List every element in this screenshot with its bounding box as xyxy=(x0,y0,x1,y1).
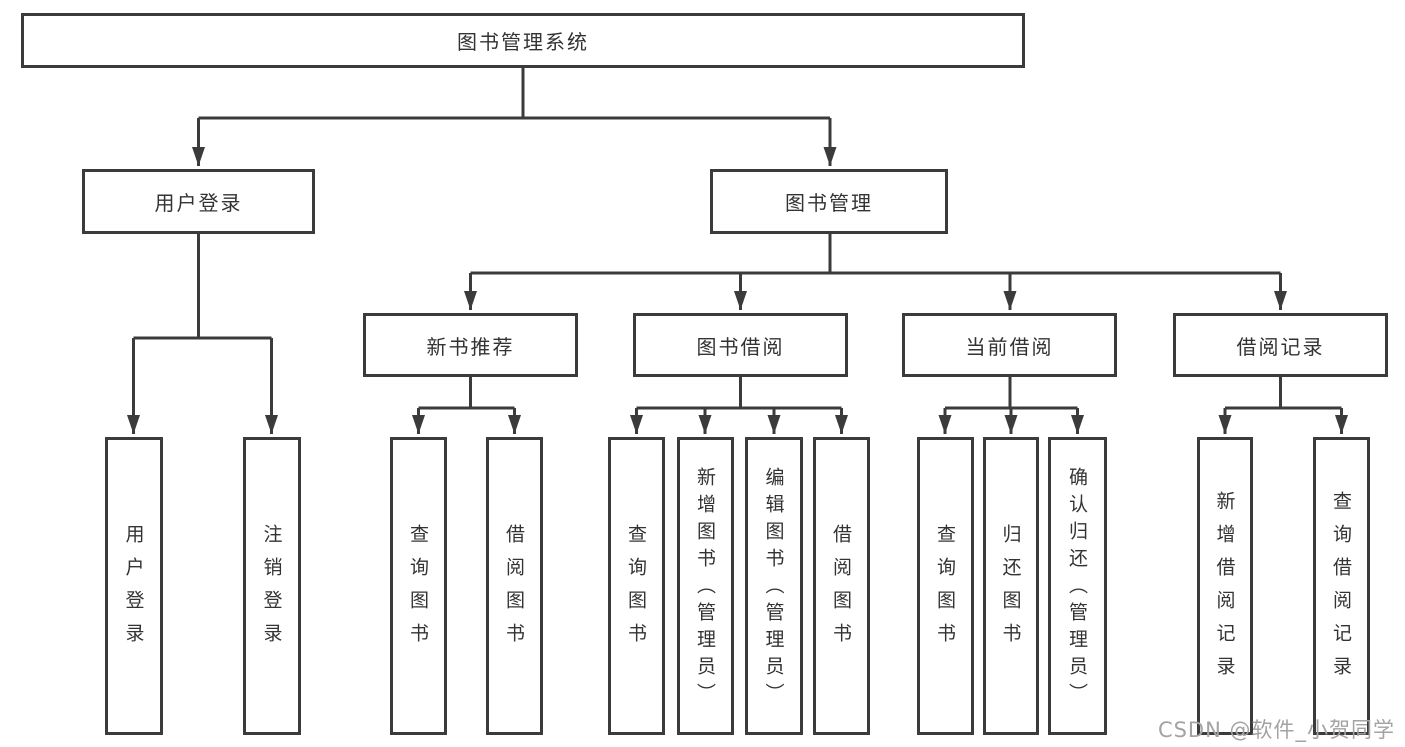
node-label: 图书管理 xyxy=(785,191,873,215)
node-label: 编辑图书（管理员） xyxy=(762,466,785,710)
node-label: 查询借阅记录 xyxy=(1330,490,1352,689)
node-label: 借阅记录 xyxy=(1236,334,1325,359)
node-label: 用户登录 xyxy=(122,523,145,656)
node-book-borrow: 图书借阅 xyxy=(633,313,848,377)
node-label: 新书推荐 xyxy=(426,334,515,359)
node-root: 图书管理系统 xyxy=(21,13,1025,68)
node-label: 当前借阅 xyxy=(965,334,1054,359)
node-new-book-recommend: 新书推荐 xyxy=(363,313,578,377)
node-leaf-edit-books-admin: 编辑图书（管理员） xyxy=(745,437,803,735)
node-label: 归还图书 xyxy=(999,523,1022,656)
edge-currentborrow-bar xyxy=(945,377,1078,410)
edge-root-bar xyxy=(198,68,830,120)
node-label: 查询图书 xyxy=(625,523,647,656)
node-leaf-query-books-2: 查询图书 xyxy=(608,437,665,735)
node-leaf-query-books-3: 查询图书 xyxy=(917,437,974,735)
node-leaf-logout: 注销登录 xyxy=(243,437,301,735)
edge-borrowrecords-bar xyxy=(1225,377,1342,410)
node-label: 查询图书 xyxy=(934,523,956,656)
edge-userlogin-bar xyxy=(133,234,272,340)
node-leaf-borrow-books-1: 借阅图书 xyxy=(486,437,543,735)
node-leaf-add-books-admin: 新增图书（管理员） xyxy=(677,437,734,735)
node-label: 查询图书 xyxy=(407,523,429,656)
node-label: 注销登录 xyxy=(260,523,283,656)
watermark: CSDN @软件_小贺同学 xyxy=(1157,718,1395,742)
edge-newbookrec-bar xyxy=(418,377,515,410)
node-current-borrow: 当前借阅 xyxy=(902,313,1117,377)
node-label: 图书借阅 xyxy=(696,334,785,359)
edge-bookborrow-bar xyxy=(636,377,842,410)
node-label: 新增借阅记录 xyxy=(1213,490,1236,689)
node-borrow-records: 借阅记录 xyxy=(1173,313,1388,377)
node-leaf-user-login: 用户登录 xyxy=(105,437,163,735)
node-label: 借阅图书 xyxy=(830,523,852,656)
node-label: 借阅图书 xyxy=(503,523,525,656)
node-leaf-add-borrow-record: 新增借阅记录 xyxy=(1197,437,1253,735)
node-label: 用户登录 xyxy=(154,191,243,215)
node-leaf-return-books: 归还图书 xyxy=(983,437,1039,735)
node-label: 新增图书（管理员） xyxy=(694,466,716,710)
edge-bookmgmt-bar xyxy=(470,234,1281,275)
node-leaf-borrow-books-2: 借阅图书 xyxy=(813,437,870,735)
node-user-login: 用户登录 xyxy=(82,169,315,234)
node-leaf-query-borrow-record: 查询借阅记录 xyxy=(1313,437,1370,735)
node-book-management: 图书管理 xyxy=(710,169,948,234)
node-leaf-query-books-1: 查询图书 xyxy=(390,437,447,735)
node-label: 确认归还（管理员） xyxy=(1066,466,1088,710)
node-label: 图书管理系统 xyxy=(457,30,589,54)
node-leaf-confirm-return-admin: 确认归还（管理员） xyxy=(1048,437,1107,735)
